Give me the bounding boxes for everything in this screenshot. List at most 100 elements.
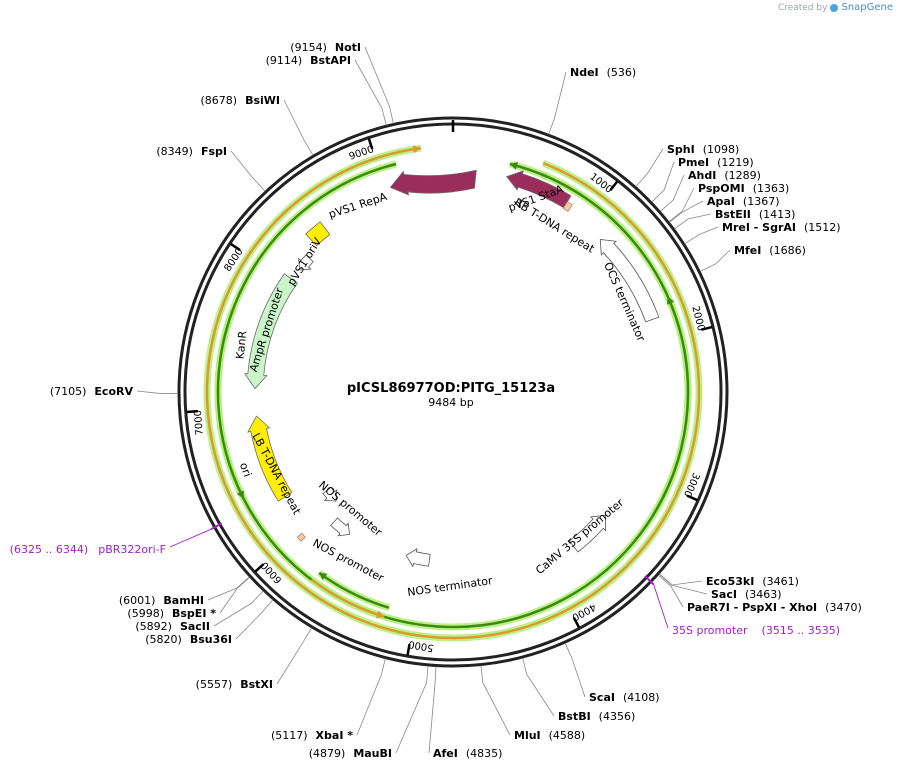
feature-label: AmpR promoter [247,286,287,374]
site-leader-line [276,627,312,685]
site-leader-line [548,71,567,135]
tick-mark [572,617,581,628]
site-leader-line [428,666,437,754]
site-position: (6001) [119,594,156,607]
map-length: 9484 bp [428,396,473,409]
site-leader-line [699,249,731,272]
site-name[interactable]: BspEI * [172,607,216,620]
credit-prefix: Created by [777,2,828,13]
site-position: (9154) [290,41,327,54]
site-leader-line [207,576,250,601]
feature-lb-t-dna-repeat [296,532,306,542]
site-name[interactable]: ApaI [707,195,735,208]
feature-label: pVS1 RepA [327,190,389,221]
orf-right [651,295,690,518]
site-leader-line [668,187,695,223]
feature-camv-35s-promoter [568,514,606,553]
site-leader-line [658,574,684,608]
site-name[interactable]: EcoRV [94,385,133,398]
feature-pvs1-staa [506,170,572,209]
site-name[interactable]: BamHI [163,594,204,607]
snapgene-logo-icon [830,3,839,12]
site-position: (1367) [743,195,780,208]
primer-marker [210,522,223,531]
tick-mark [609,180,619,191]
site-position: (3470) [825,601,862,614]
site-position: (4356) [599,710,636,723]
site-name[interactable]: NotI [335,41,361,54]
site-leader-line [356,658,386,736]
site-name[interactable]: Eco53kI [706,575,754,588]
feature-kanr [244,273,298,390]
site-position: (1686) [769,244,806,257]
restriction-sites: NotI(9154)BstAPI(9114)BsiWI(8678)FspI(83… [50,41,862,760]
tick-mark [367,138,374,150]
site-name[interactable]: Bsu36I [190,633,232,646]
site-name[interactable]: MfeI [734,244,761,257]
primer-label[interactable]: 35S promoter [672,624,748,637]
site-position: (3463) [745,588,782,601]
site-name[interactable]: BstEII [715,208,751,221]
site-leader-line [669,200,704,223]
feature-ampr-promoter [298,254,314,271]
site-leader-line [674,213,712,230]
site-position: (3461) [762,575,799,588]
primer-position: (6325 .. 6344) [10,543,89,556]
site-position: (1413) [759,208,796,221]
site-name[interactable]: ScaI [589,691,615,704]
site-name[interactable]: AfeI [433,747,458,760]
site-leader-line [522,657,555,717]
feature-label: ori [237,461,254,479]
site-leader-line [213,590,264,627]
site-name[interactable]: XbaI * [316,729,354,742]
site-leader-line [480,665,511,736]
feature-pvs1-repa [389,169,477,196]
site-name[interactable]: BstXI [240,678,273,691]
site-position: (1289) [724,169,761,182]
primer-marker [644,575,655,586]
feature-label: LB T-DNA repeat [249,431,303,518]
site-name[interactable]: SacI [711,588,737,601]
site-name[interactable]: MauBI [353,747,392,760]
site-position: (5557) [196,678,233,691]
site-leader-line [660,174,685,212]
feature-ori [247,415,293,502]
tick-label: 7000 [193,410,206,436]
site-name[interactable]: PaeR7I - PspXI - XhoI [687,601,817,614]
site-position: (5998) [127,607,164,620]
primer-label[interactable]: pBR322ori-F [98,543,166,556]
site-name[interactable]: NdeI [570,66,599,79]
orf-top [205,146,701,640]
primer-position: (3515 .. 3535) [762,624,841,637]
site-position: (5117) [271,729,308,742]
tick-mark [254,563,265,573]
site-name[interactable]: SphI [667,143,695,156]
site-name[interactable]: SacII [180,620,210,633]
site-name[interactable]: BstBI [558,710,591,723]
site-leader-line [658,573,708,595]
site-name[interactable]: AhdI [688,169,716,182]
site-name[interactable]: FspI [201,145,227,158]
feature-label: NOS promoter [316,478,385,539]
site-leader-line [364,46,394,124]
site-position: (8349) [156,145,193,158]
site-name[interactable]: BsiWI [245,94,280,107]
orf-kanr [216,309,245,500]
orf-top-head [412,145,421,154]
site-name[interactable]: MreI - SgrAI [722,221,796,234]
site-name[interactable]: BstAPI [310,54,351,67]
site-position: (7105) [50,385,87,398]
site-name[interactable]: MluI [514,729,541,742]
site-position: (4108) [623,691,660,704]
backbone-outer-ring [177,116,729,668]
tick-mark [686,494,698,502]
site-position: (5820) [145,633,182,646]
site-leader-line [283,99,314,156]
site-name[interactable]: PmeI [678,156,709,169]
site-name[interactable]: PspOMI [698,182,745,195]
site-position: (1363) [753,182,790,195]
primer-sites: pBR322ori-F (6325 .. 6344) 35S promoter (35… [10,522,841,637]
site-position: (4588) [549,729,586,742]
